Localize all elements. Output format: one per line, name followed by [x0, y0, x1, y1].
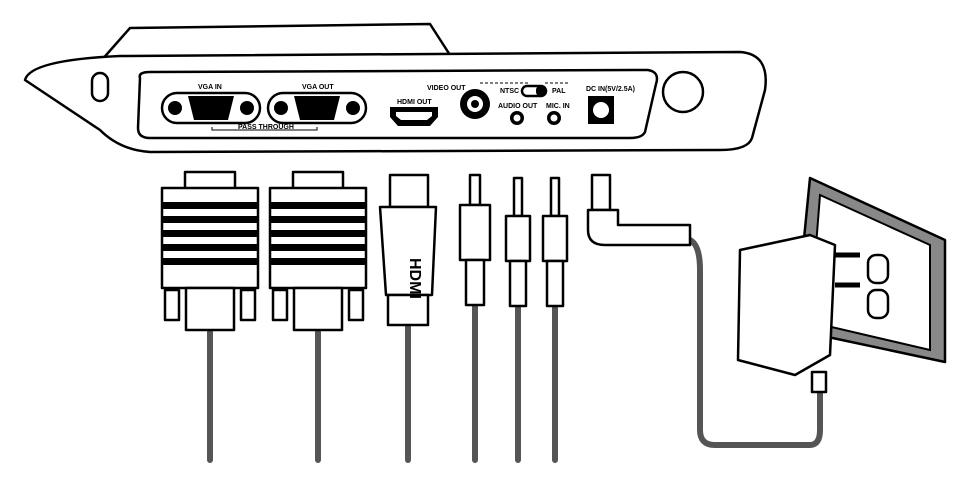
hdmi-out-port[interactable]: HDMI OUT	[390, 99, 438, 126]
device-body	[23, 22, 767, 154]
audio-out-port[interactable]: AUDIO OUT	[498, 103, 538, 125]
hdmi-plug-label: HDMI	[406, 258, 423, 299]
cables	[207, 237, 823, 463]
power-button[interactable]	[661, 70, 705, 114]
mic-plug	[541, 176, 569, 308]
vga-out-label: VGA OUT	[302, 84, 334, 91]
vga-in-port[interactable]: VGA IN	[160, 84, 262, 125]
vga-out-port[interactable]: VGA OUT	[266, 84, 368, 125]
rca-plug	[458, 173, 492, 307]
audio-plug	[504, 176, 532, 308]
vga-in-label: VGA IN	[198, 84, 222, 91]
pass-through-label: PASS THROUGH	[238, 124, 294, 131]
pass-through-bracket	[211, 127, 318, 131]
power-adapter	[736, 233, 860, 394]
lock-slot	[90, 71, 110, 103]
vga-plug-1	[160, 170, 260, 332]
video-out-label: VIDEO OUT	[427, 85, 466, 92]
audio-out-label: AUDIO OUT	[498, 103, 538, 110]
dc-plug	[586, 173, 692, 247]
ntsc-label: NTSC	[500, 88, 519, 95]
pal-label: PAL	[552, 88, 566, 95]
hdmi-out-label: HDMI OUT	[397, 99, 432, 106]
dc-in-label: DC IN(5V/2.5A)	[586, 86, 635, 93]
dc-in-port[interactable]: DC IN(5V/2.5A)	[586, 86, 635, 124]
ntsc-pal-switch[interactable]: NTSC PAL	[480, 82, 570, 98]
hdmi-plug: HDMI	[378, 173, 438, 327]
video-out-port[interactable]: VIDEO OUT	[427, 85, 490, 119]
vga-plug-2	[268, 170, 368, 332]
mic-in-label: MIC. IN	[546, 103, 570, 110]
mic-in-port[interactable]: MIC. IN	[546, 103, 570, 125]
